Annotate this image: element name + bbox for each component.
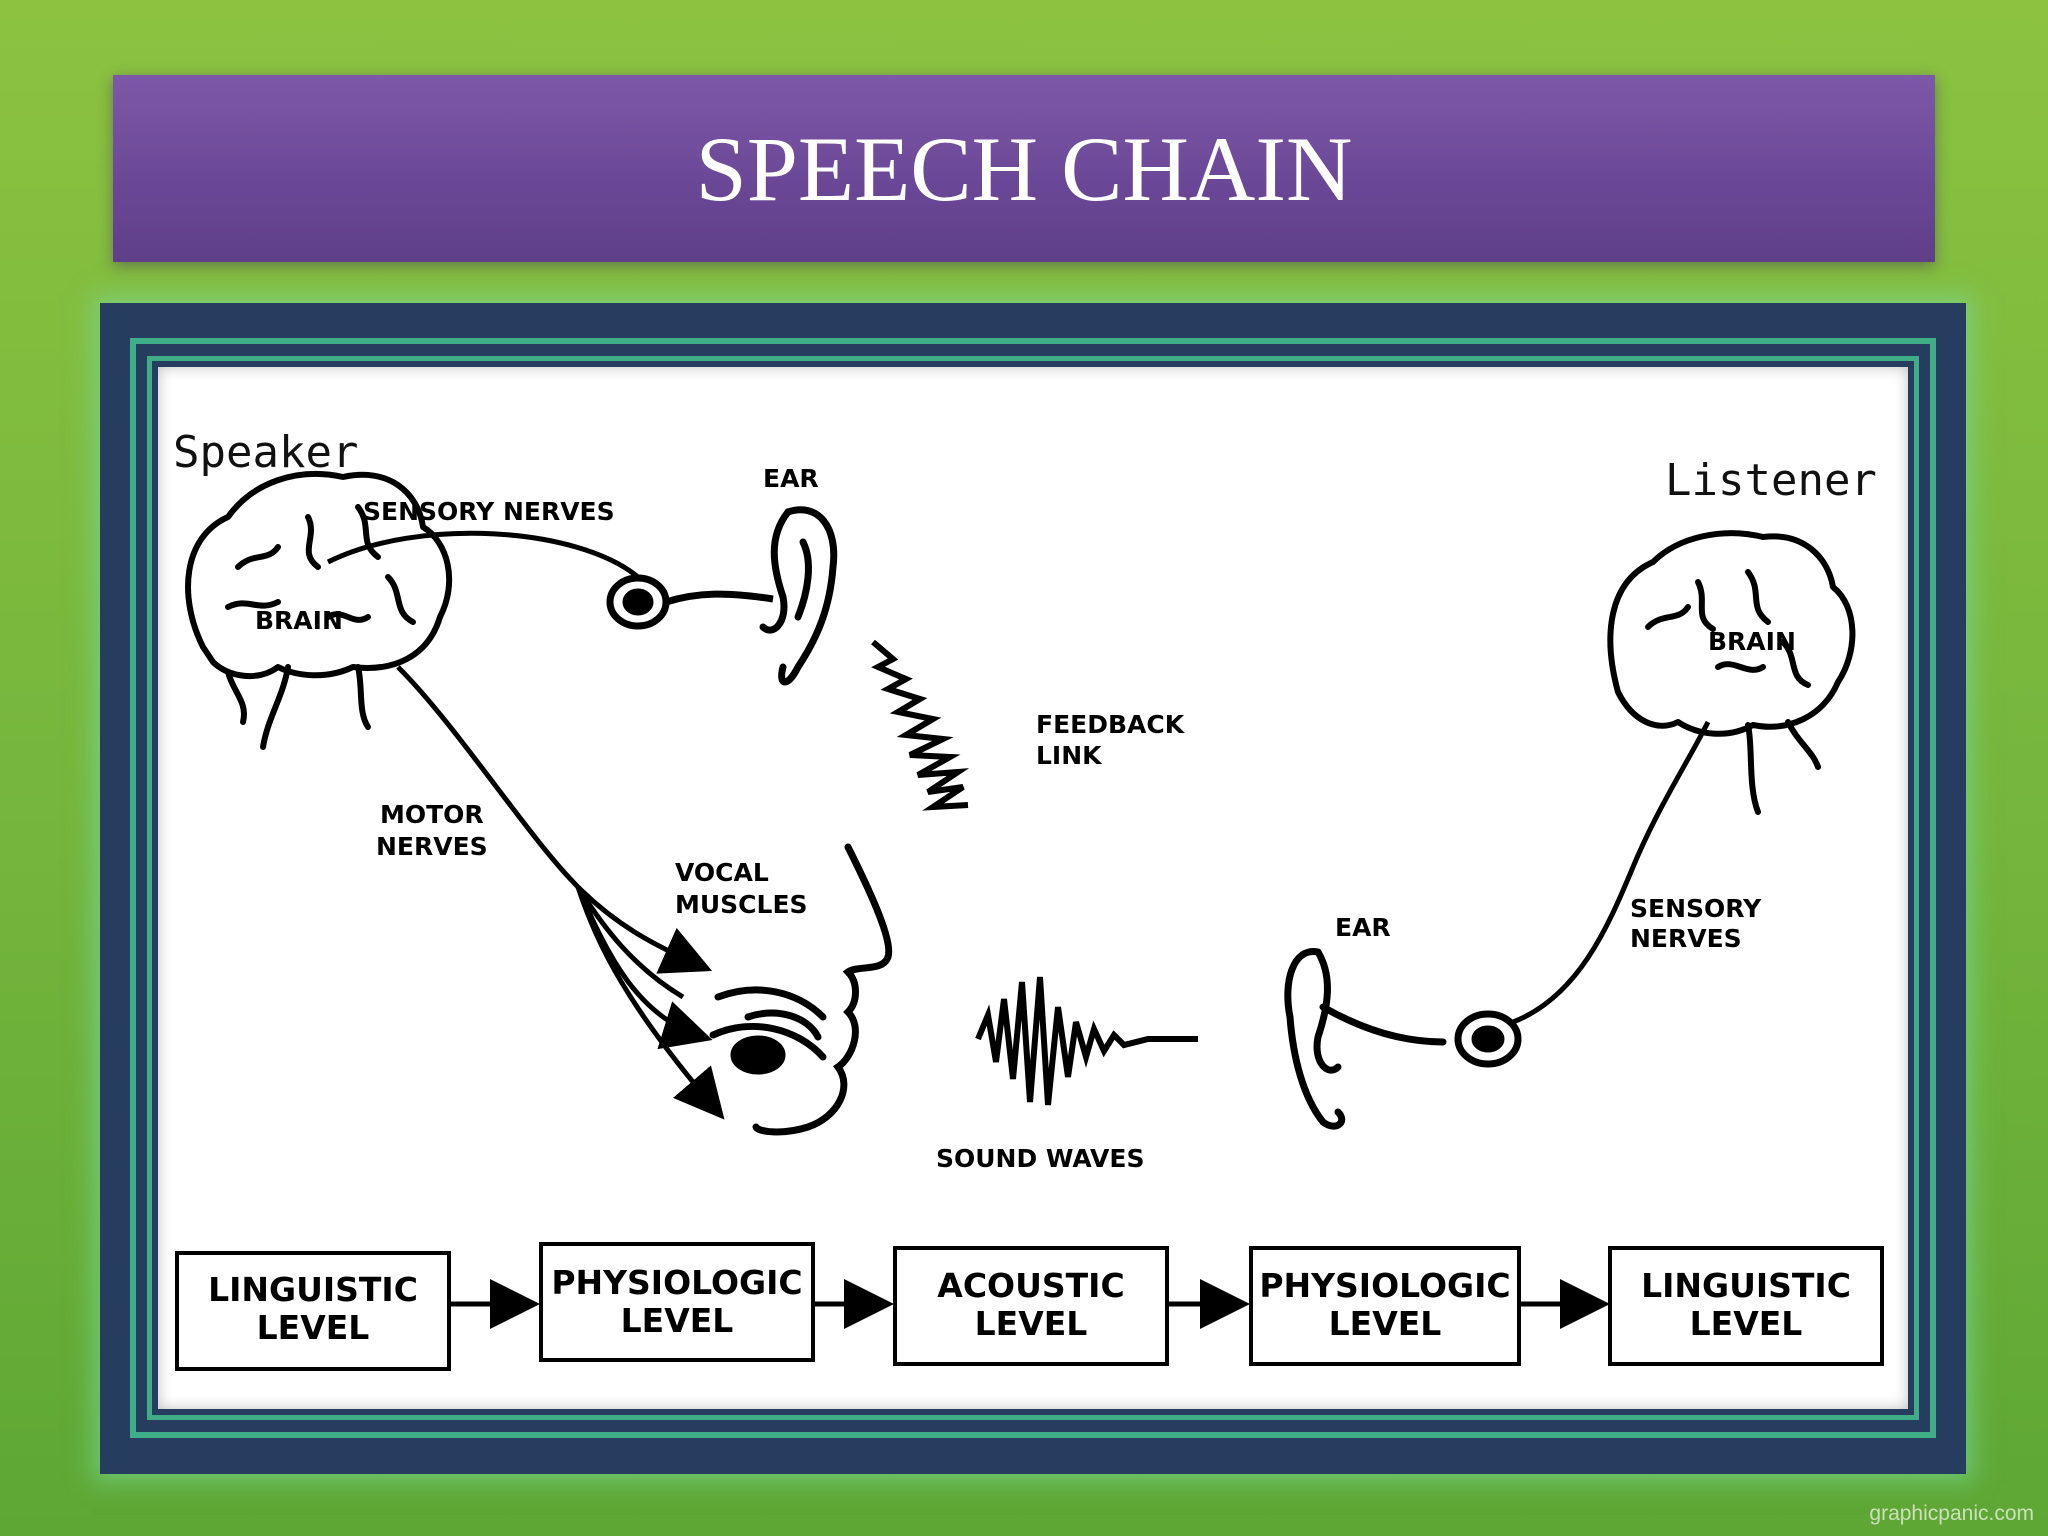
motor-nerves-lines bbox=[396, 665, 725, 1120]
sound-waves-label: SOUND WAVES bbox=[936, 1144, 1144, 1173]
vocal-muscles-label-2: MUSCLES bbox=[675, 890, 808, 919]
ear-label-top: EAR bbox=[763, 464, 819, 493]
listener-brain-icon bbox=[1607, 530, 1856, 815]
level-box-1: LINGUISTIC LEVEL bbox=[175, 1251, 451, 1371]
watermark: graphicpanic.com bbox=[1869, 1502, 2034, 1525]
speaker-brain-label: BRAIN bbox=[255, 606, 343, 635]
level-box-5-line2: LEVEL bbox=[1690, 1304, 1803, 1343]
sensory-nerves-right-label-2: NERVES bbox=[1630, 924, 1742, 953]
feedback-label-1: FEEDBACK bbox=[1036, 710, 1186, 739]
motor-nerves-label-2: NERVES bbox=[376, 832, 488, 861]
sensory-nerves-right-label-1: SENSORY bbox=[1630, 894, 1762, 923]
speaker-cochlea-icon bbox=[606, 574, 774, 630]
level-box-4-line1: PHYSIOLOGIC bbox=[1259, 1266, 1510, 1305]
ear-label-right: EAR bbox=[1335, 913, 1391, 942]
level-box-1-line1: LINGUISTIC bbox=[208, 1270, 418, 1309]
listener-cochlea-icon bbox=[1454, 1010, 1522, 1068]
frame-border-outer bbox=[130, 338, 1936, 1438]
level-box-4: PHYSIOLOGIC LEVEL bbox=[1249, 1246, 1521, 1366]
level-box-3: ACOUSTIC LEVEL bbox=[893, 1246, 1169, 1366]
title-bar: SPEECH CHAIN bbox=[113, 75, 1935, 262]
level-box-2-line1: PHYSIOLOGIC bbox=[551, 1263, 802, 1302]
feedback-label-2: LINK bbox=[1036, 741, 1103, 770]
speaker-ear-icon bbox=[759, 506, 838, 686]
level-box-5: LINGUISTIC LEVEL bbox=[1608, 1246, 1884, 1366]
speaker-brain-icon bbox=[185, 471, 453, 750]
listener-brain-label: BRAIN bbox=[1708, 627, 1796, 656]
listener-ear-icon bbox=[1284, 948, 1447, 1130]
level-box-5-line1: LINGUISTIC bbox=[1641, 1266, 1851, 1305]
slide-title: SPEECH CHAIN bbox=[695, 117, 1353, 220]
sound-waves-icon bbox=[975, 976, 1198, 1106]
level-box-3-line1: ACOUSTIC bbox=[937, 1266, 1124, 1305]
speaker-label: Speaker bbox=[173, 427, 358, 478]
diagram-canvas: Speaker Listener BRAIN BRAIN bbox=[158, 367, 1908, 1409]
motor-nerves-label-1: MOTOR bbox=[380, 800, 484, 829]
sensory-nerve-listener bbox=[1512, 720, 1711, 1025]
feedback-wave-icon bbox=[871, 639, 970, 811]
level-box-2-line2: LEVEL bbox=[621, 1301, 734, 1340]
level-box-1-line2: LEVEL bbox=[257, 1308, 370, 1347]
sensory-nerve-speaker bbox=[326, 530, 640, 579]
sensory-nerves-label-top: SENSORY NERVES bbox=[363, 497, 615, 526]
listener-label: Listener bbox=[1665, 455, 1877, 506]
frame-border-inner bbox=[147, 356, 1919, 1420]
vocal-muscles-label-1: VOCAL bbox=[675, 858, 769, 887]
speaker-face-icon bbox=[709, 843, 893, 1136]
level-box-4-line2: LEVEL bbox=[1329, 1304, 1442, 1343]
speech-chain-diagram: Speaker Listener BRAIN BRAIN bbox=[173, 427, 1884, 1371]
level-box-3-line2: LEVEL bbox=[975, 1304, 1088, 1343]
level-box-2: PHYSIOLOGIC LEVEL bbox=[539, 1242, 815, 1362]
